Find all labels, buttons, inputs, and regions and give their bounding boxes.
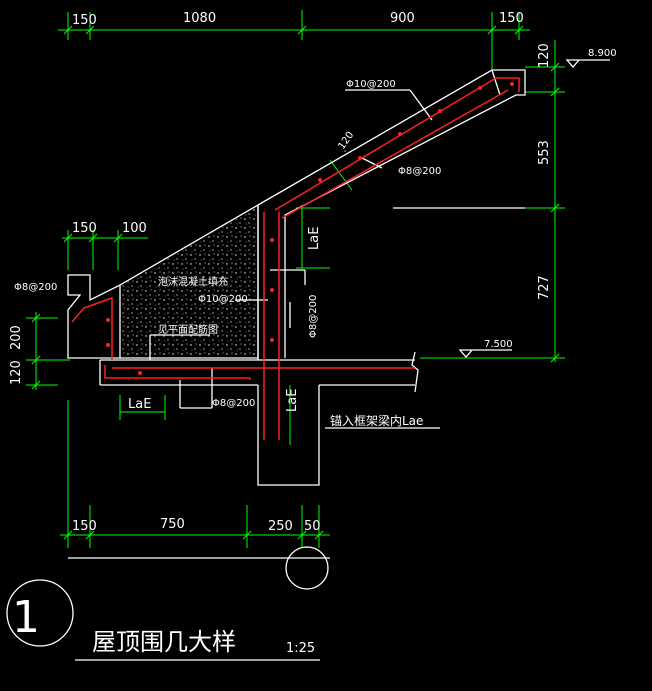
- drawing-title: 屋顶围几大样: [92, 628, 236, 656]
- note-bottom: Φ8@200: [212, 398, 255, 409]
- small-dim-2: 100: [122, 221, 147, 236]
- left-dim-2: 120: [9, 360, 24, 385]
- elevation-floor: 7.500: [484, 339, 513, 350]
- rebar-dots: [106, 82, 514, 375]
- right-dim-1: 120: [537, 43, 552, 68]
- right-dim-3: 727: [537, 275, 552, 300]
- note-layer: 见平面配筋图: [158, 323, 218, 336]
- note-anchor-left: LaE: [128, 397, 151, 412]
- bottom-dim-2: 750: [160, 517, 185, 532]
- section-outline: [6, 59, 610, 661]
- right-dim-2: 553: [537, 140, 552, 165]
- note-anchor-mid: LaE: [285, 389, 300, 412]
- note-left-wall: Φ8@200: [14, 282, 57, 293]
- note-fill: 泡沫混凝土填充: [158, 275, 228, 288]
- top-dim-2: 1080: [183, 11, 216, 26]
- detail-number: 1: [12, 592, 40, 643]
- dimension-lines: [26, 10, 565, 548]
- bottom-dim-3: 250: [268, 519, 293, 534]
- bottom-dim-4: 50: [304, 519, 321, 534]
- note-anchor-beam: 锚入框架梁内Lae: [330, 413, 423, 428]
- note-slab-thick: 120: [336, 130, 356, 152]
- note-slab-top: Φ10@200: [346, 79, 396, 90]
- foam-concrete-fill: [121, 207, 257, 357]
- left-dim-1: 200: [9, 325, 24, 350]
- note-upright: Φ10@200: [198, 294, 248, 305]
- note-anchor-top: LaE: [307, 227, 322, 250]
- bottom-dim-1: 150: [72, 519, 97, 534]
- top-dim-3: 900: [390, 11, 415, 26]
- small-dim-1: 150: [72, 221, 97, 236]
- rebar-lines: [71, 77, 520, 440]
- drawing-scale: 1:25: [286, 641, 315, 656]
- top-dim-1: 150: [72, 13, 97, 28]
- note-upright-side: Φ8@200: [308, 295, 319, 338]
- elevation-top: 8.900: [588, 48, 617, 59]
- note-slab-dist: Φ8@200: [398, 166, 441, 177]
- top-dim-4: 150: [499, 11, 524, 26]
